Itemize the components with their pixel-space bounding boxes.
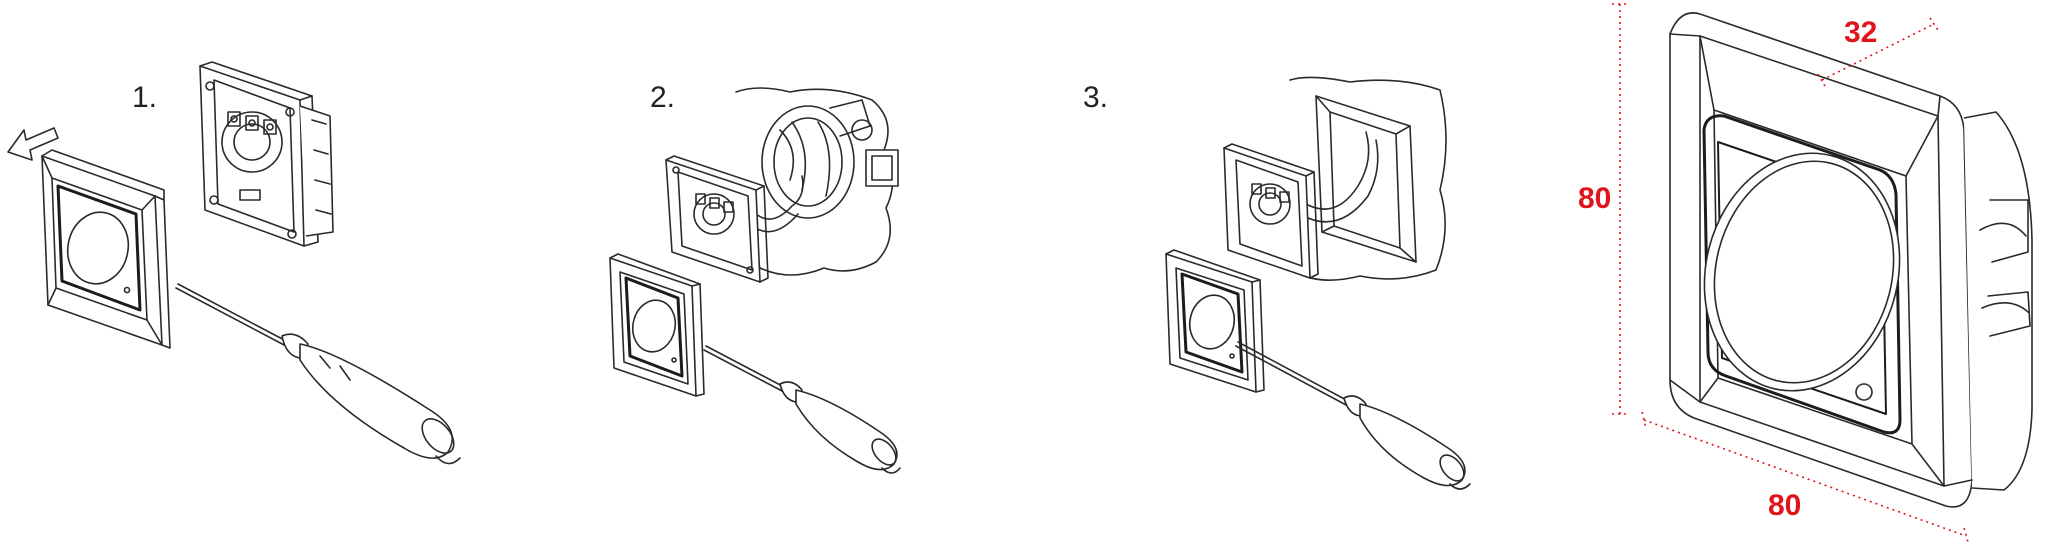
dimmer-insert [665, 155, 769, 283]
device-frame [1669, 12, 2033, 508]
height-dimension-label: 80 [1578, 182, 1611, 215]
step-2-label: 2. [650, 81, 675, 114]
screwdriver-icon [1235, 341, 1471, 490]
remove-arrow-icon [7, 127, 59, 161]
screwdriver-icon [175, 283, 461, 465]
wire [1305, 131, 1370, 210]
wall-section [735, 87, 894, 276]
wall-section [1289, 76, 1447, 281]
dimmer-insert [199, 61, 334, 247]
cover-frame [1165, 249, 1265, 393]
step-2-group: 2. [609, 81, 901, 474]
step-3-label: 3. [1083, 81, 1108, 114]
flush-box [1315, 95, 1417, 263]
depth-dimension-label: 32 [1844, 16, 1877, 49]
wire [751, 175, 804, 220]
flush-box [761, 99, 899, 219]
dimension-view: 80 80 32 [1578, 3, 2033, 543]
width-dimension-label: 80 [1768, 489, 1801, 522]
depth-dimension-line [1821, 23, 1935, 81]
step-3-group: 3. [1083, 76, 1471, 490]
cover-frame [41, 149, 171, 349]
cover-frame [609, 253, 705, 397]
indicator-led [1855, 383, 1873, 401]
screwdriver-icon [703, 345, 901, 474]
dimmer-insert [1223, 143, 1319, 279]
step-1-group: 1. [7, 61, 461, 465]
step-1-label: 1. [132, 81, 157, 114]
